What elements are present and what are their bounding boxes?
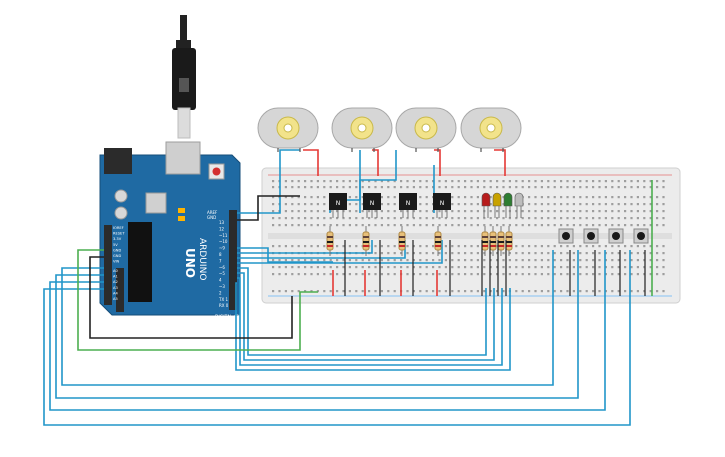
digital-pin-label: ~10 [219, 239, 228, 244]
aref-label: AREF [207, 210, 218, 215]
digital-pin-label: 7 [219, 258, 222, 263]
component-leads [344, 240, 646, 296]
analog-pin-label: A2 [113, 280, 118, 284]
analog-pin-label: A3 [113, 286, 118, 290]
digital-pin-label: ~3 [219, 284, 225, 289]
analog-pin-label: A4 [113, 291, 118, 295]
digital-pin-label: 12 [219, 226, 225, 231]
power-pin-label: 5V [113, 243, 118, 247]
dc-motors [257, 107, 522, 152]
usb-cable [172, 15, 196, 139]
led[interactable] [492, 192, 502, 218]
digital-pin-label: 2 [219, 290, 222, 295]
signal-wires[interactable] [43, 149, 631, 426]
push-button[interactable] [583, 228, 599, 244]
green-wire [77, 249, 318, 351]
digital-pin-label: 4 [219, 278, 222, 283]
digital-pin-label: 8 [219, 252, 222, 257]
resistor[interactable] [362, 226, 370, 256]
transistor-label: N [370, 200, 375, 207]
digital-pin-label: ~11 [219, 233, 228, 238]
resistor[interactable] [398, 226, 406, 256]
npn-transistor[interactable]: N [363, 193, 381, 218]
power-pin-label: IOREF [113, 226, 124, 230]
digital-pin-label: 13 [219, 220, 225, 225]
analog-pin-label: A5 [113, 297, 118, 301]
reset-button[interactable] [212, 167, 221, 176]
digital-pin-label: ~9 [219, 246, 225, 251]
transistor-label: N [406, 200, 411, 207]
push-button[interactable] [633, 228, 649, 244]
resistor[interactable] [434, 226, 442, 256]
power-pin-label: RESET [113, 232, 125, 236]
resistor[interactable] [489, 226, 497, 256]
led[interactable] [503, 192, 513, 218]
led[interactable] [514, 192, 524, 218]
dc-motor[interactable] [460, 107, 522, 152]
power-pin-label: GND [113, 248, 121, 252]
digital-pin-label: TX 1 [218, 297, 228, 302]
board-model: UNO [183, 248, 197, 278]
gnd-label: GND [207, 215, 216, 220]
power-pin-label: GND [113, 254, 121, 258]
power-header-label: POWER [94, 250, 100, 267]
analog-header-label: ANALOG IN [94, 280, 100, 305]
npn-transistor[interactable]: N [399, 193, 417, 218]
board-brand: ARDUINO [197, 238, 207, 280]
digital-pin-label: RX 0 [219, 303, 229, 308]
digital-pin-label: ~6 [219, 265, 225, 270]
analog-pin-label: A0 [113, 269, 118, 273]
power-pin-label: 3.3V [113, 237, 122, 241]
resistor[interactable] [481, 226, 489, 256]
dc-motor[interactable] [395, 107, 457, 152]
leds [481, 192, 524, 218]
push-buttons [558, 228, 649, 244]
push-button[interactable] [558, 228, 574, 244]
digital-pin-label: ~5 [219, 271, 225, 276]
resistors [326, 226, 513, 256]
led[interactable] [481, 192, 491, 218]
dc-motor[interactable] [331, 107, 393, 152]
push-button[interactable] [608, 228, 624, 244]
power-pin-label: VIN [113, 260, 120, 264]
black-wire-gnd-2 [89, 256, 293, 339]
analog-pin-label: A1 [113, 275, 118, 279]
transistor-label: N [440, 200, 445, 207]
dc-motor[interactable] [257, 107, 319, 152]
digital-header-label: DIGITAL (PWM ~) [215, 314, 254, 320]
resistor[interactable] [497, 226, 505, 256]
power-analog-header[interactable] [104, 225, 112, 305]
digital-header[interactable] [229, 210, 237, 310]
black-wire-gnd [237, 195, 300, 221]
npn-transistor[interactable]: N [433, 193, 451, 218]
transistor-label: N [336, 200, 341, 207]
resistor[interactable] [326, 226, 334, 256]
npn-transistor[interactable]: N [329, 193, 347, 218]
